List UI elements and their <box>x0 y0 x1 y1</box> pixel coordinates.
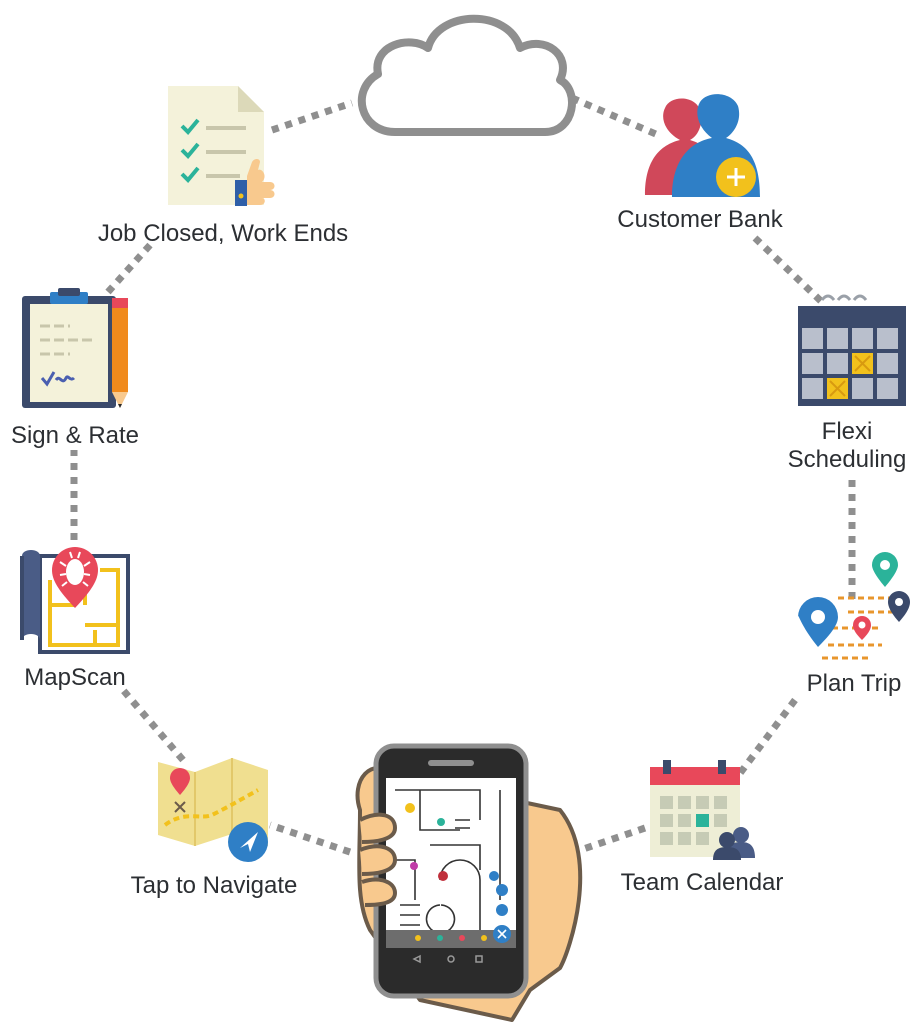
folded-map-navigation-icon <box>158 758 268 862</box>
label-tap-to-navigate: Tap to Navigate <box>130 872 298 899</box>
phone-floorplan-icon <box>355 743 583 1022</box>
connector-customer-flexi <box>752 235 828 308</box>
label-job-closed: Job Closed, Work Ends <box>97 220 349 247</box>
checklist-thumbs-up-icon <box>168 86 275 206</box>
label-customer-bank: Customer Bank <box>617 206 783 233</box>
label-mapscan: MapScan <box>24 664 126 691</box>
map-pins-route-icon <box>798 552 910 660</box>
calendar-grid-icon <box>798 294 906 406</box>
connector-cloud-customer <box>570 94 660 139</box>
connector-sign-job <box>105 242 153 295</box>
cloud-icon <box>357 14 576 136</box>
connector-phone-navigate <box>268 821 352 856</box>
clipboard-pencil-icon <box>22 288 128 408</box>
users-add-icon <box>645 94 760 197</box>
label-plan-trip: Plan Trip <box>806 670 902 697</box>
label-flexi-scheduling: Flexi Scheduling <box>775 418 919 474</box>
label-flexi-line: Flexi <box>821 418 873 445</box>
label-team-calendar: Team Calendar <box>620 869 784 896</box>
label-scheduling-line: Scheduling <box>787 446 907 473</box>
team-calendar-icon <box>650 760 755 860</box>
label-sign-rate: Sign & Rate <box>10 422 140 449</box>
connector-navigate-mapscan <box>120 687 186 763</box>
connector-job-cloud <box>270 99 354 134</box>
blueprint-bug-icon <box>20 547 130 654</box>
